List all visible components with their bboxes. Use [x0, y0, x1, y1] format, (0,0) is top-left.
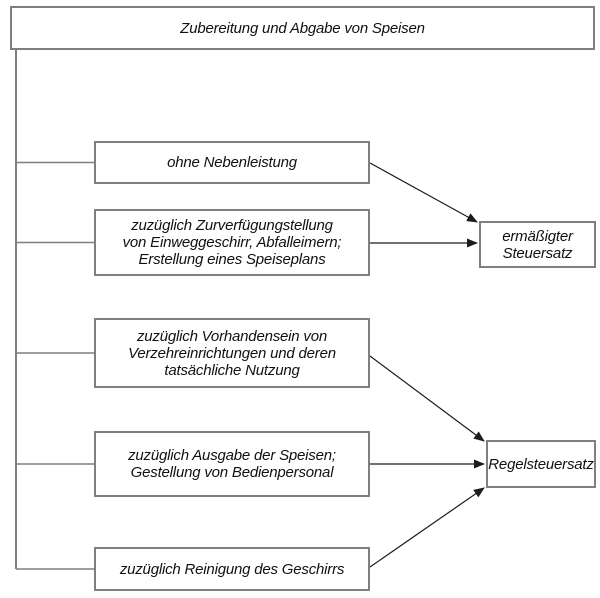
- node-branch3-line1: zuzüglich Vorhandensein von: [136, 327, 327, 345]
- node-outcome-reduced-line2: Steuersatz: [502, 244, 573, 262]
- node-branch3-line2: Verzehreinrichtungen und deren: [128, 344, 336, 362]
- node-outcome-regular-label: Regelsteuersatz: [488, 455, 594, 473]
- node-outcome-regular-tax: Regelsteuersatz: [486, 440, 596, 488]
- node-root: Zubereitung und Abgabe von Speisen: [10, 6, 595, 50]
- node-outcome-reduced-line1: ermäßigter: [502, 227, 573, 245]
- arrow-branch3-to-regular: [369, 355, 485, 442]
- node-branch4-line1: zuzüglich Ausgabe der Speisen;: [128, 447, 336, 464]
- node-branch3-line3: tatsächliche Nutzung: [164, 361, 300, 379]
- node-branch5-label: zuzüglich Reinigung des Geschirrs: [119, 560, 345, 578]
- node-branch1-label: ohne Nebenleistung: [167, 154, 297, 171]
- node-branch4-bedienpersonal: zuzüglich Ausgabe der Speisen; Gestellun…: [94, 431, 370, 497]
- node-branch1-ohne-nebenleistung: ohne Nebenleistung: [94, 141, 370, 184]
- node-branch5-reinigung: zuzüglich Reinigung des Geschirrs: [94, 547, 370, 591]
- arrow-branch5-to-regular: [369, 487, 485, 568]
- node-branch2-line2: von Einweggeschirr, Abfalleimern;: [122, 234, 342, 251]
- node-branch2-line3: Erstellung eines Speiseplans: [138, 251, 326, 268]
- node-branch2-line1: zuzüglich Zurverfügungstellung: [131, 217, 333, 234]
- node-branch4-line2: Gestellung von Bedienpersonal: [130, 464, 334, 481]
- node-root-label: Zubereitung und Abgabe von Speisen: [180, 19, 425, 37]
- node-branch3-verzehreinrichtungen: zuzüglich Vorhandensein von Verzehreinri…: [94, 318, 370, 388]
- node-branch2-einweggeschirr: zuzüglich Zurverfügungstellung von Einwe…: [94, 209, 370, 276]
- arrow-branch1-to-reduced: [369, 162, 478, 223]
- node-outcome-reduced-tax: ermäßigter Steuersatz: [479, 221, 596, 268]
